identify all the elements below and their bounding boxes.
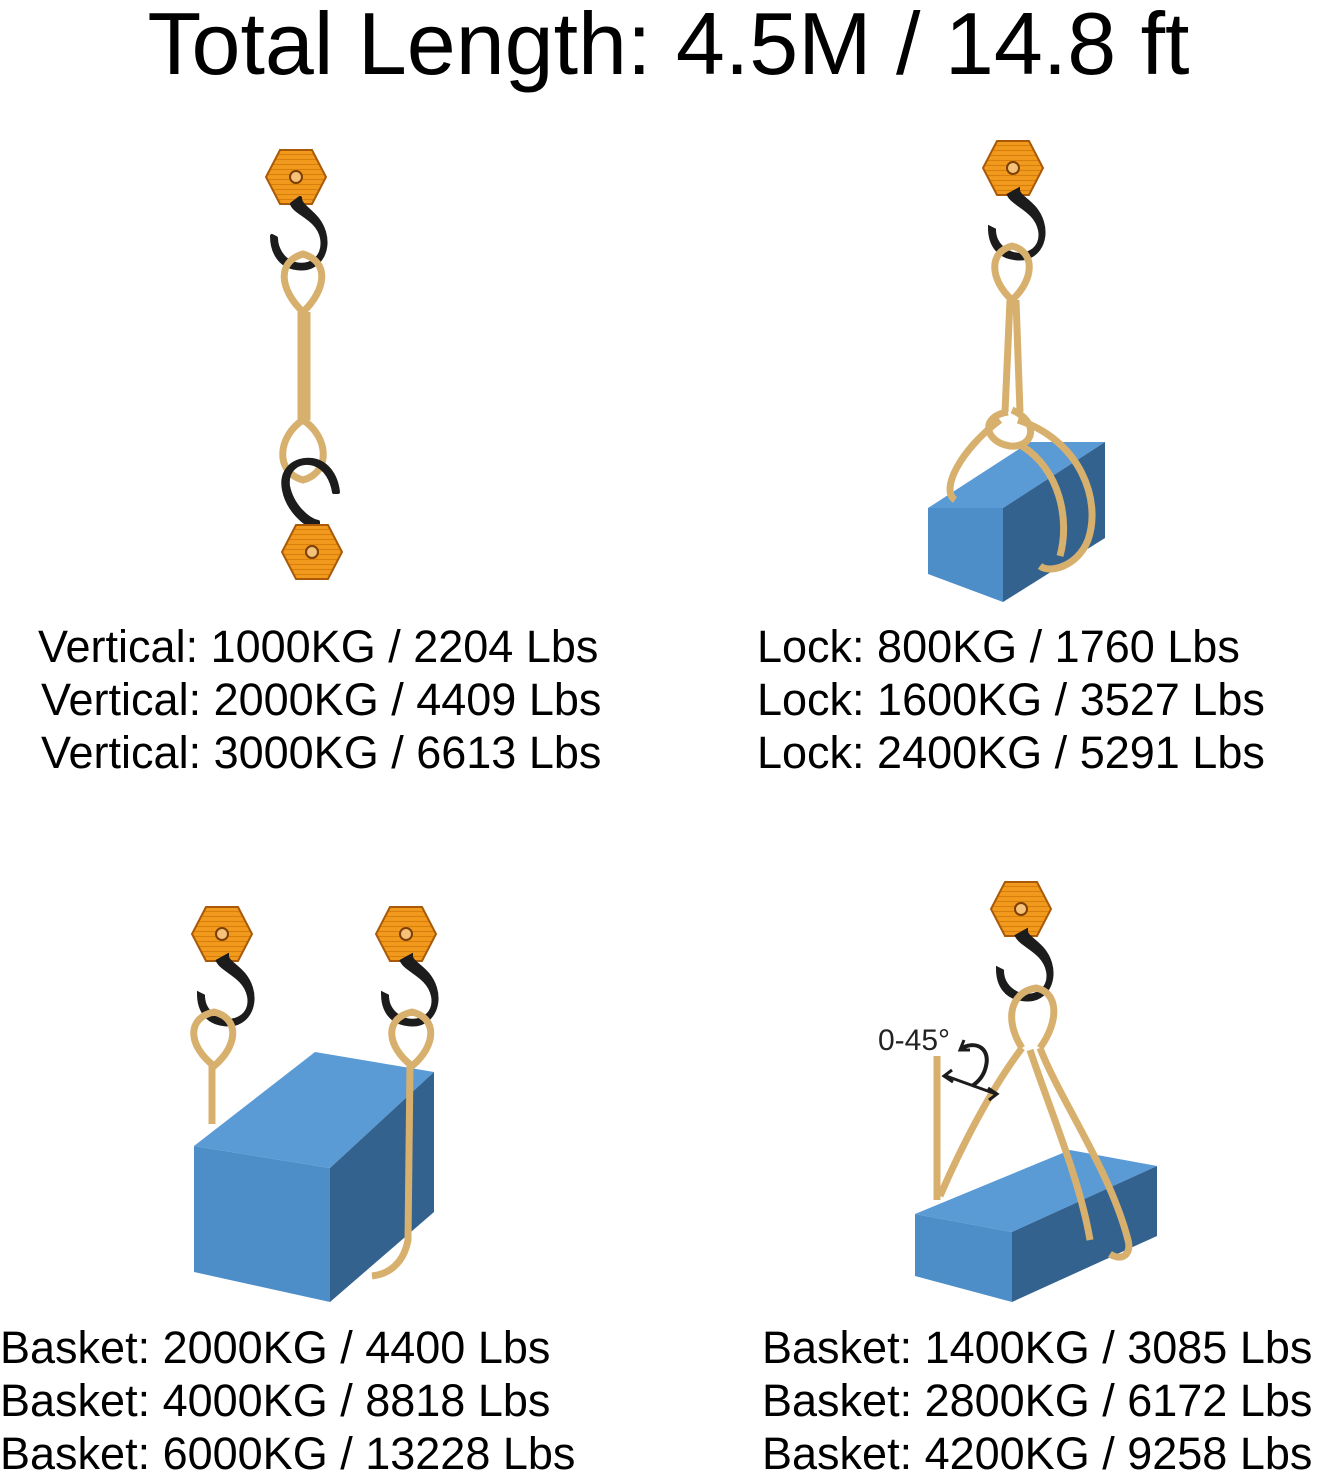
- capacity-line: Basket: 2000KG / 4400 Lbs: [0, 1322, 551, 1373]
- lock-hook-plate-icon: [982, 140, 1044, 196]
- angled-load-block-icon: [915, 1150, 1157, 1302]
- capacity-line: Basket: 6000KG / 13228 Lbs: [0, 1428, 576, 1479]
- load-block-icon: [928, 442, 1105, 602]
- capacity-line: Vertical: 1000KG / 2204 Lbs: [38, 621, 599, 672]
- angle-label: 0-45°: [878, 1024, 950, 1057]
- basket-vertical-figure: [190, 906, 439, 1302]
- basket-vertical-capacity-list: Basket: 2000KG / 4400 Lbs Basket: 4000KG…: [0, 1321, 575, 1480]
- bottom-hook-plate-icon: [281, 524, 343, 580]
- angle-arrow-icon: [941, 1039, 1000, 1102]
- basket-sling-icon: [190, 1008, 435, 1280]
- vertical-figure: [265, 149, 343, 580]
- lock-sling-icon: [946, 242, 1096, 573]
- vertical-capacity-list: Vertical: 1000KG / 2204 Lbs Vertical: 20…: [38, 620, 601, 779]
- bottom-hook-icon: [281, 457, 340, 532]
- capacity-line: Basket: 2800KG / 6172 Lbs: [762, 1375, 1313, 1426]
- lock-figure: [928, 140, 1105, 602]
- page-title: Total Length: 4.5M / 14.8 ft: [147, 0, 1190, 93]
- capacity-line: Basket: 4200KG / 9258 Lbs: [762, 1428, 1313, 1479]
- lock-hook-icon: [987, 186, 1046, 261]
- capacity-line: Vertical: 3000KG / 6613 Lbs: [41, 727, 602, 778]
- top-hook-plate-icon: [265, 149, 327, 205]
- angled-hook-icon: [995, 927, 1054, 1002]
- basket-angled-figure: 0-45°: [878, 881, 1157, 1302]
- basket-right-hook-icon: [380, 952, 439, 1027]
- basket-angled-capacity-list: Basket: 1400KG / 3085 Lbs Basket: 2800KG…: [762, 1321, 1312, 1480]
- basket-left-hook-plate-icon: [191, 906, 253, 962]
- capacity-line: Lock: 1600KG / 3527 Lbs: [757, 674, 1265, 725]
- capacity-line: Vertical: 2000KG / 4409 Lbs: [41, 674, 602, 725]
- sling-icon: [279, 250, 327, 484]
- capacity-line: Basket: 1400KG / 3085 Lbs: [762, 1322, 1313, 1373]
- capacity-line: Lock: 2400KG / 5291 Lbs: [757, 727, 1265, 778]
- basket-right-hook-plate-icon: [375, 906, 437, 962]
- top-hook-icon: [270, 196, 328, 271]
- angled-sling-icon: [933, 984, 1133, 1261]
- basket-load-block-icon: [194, 1052, 434, 1302]
- lock-capacity-list: Lock: 800KG / 1760 Lbs Lock: 1600KG / 35…: [757, 620, 1265, 779]
- angled-hook-plate-icon: [990, 881, 1052, 937]
- basket-left-hook-icon: [196, 952, 255, 1027]
- capacity-line: Lock: 800KG / 1760 Lbs: [757, 621, 1240, 672]
- capacity-line: Basket: 4000KG / 8818 Lbs: [0, 1375, 551, 1426]
